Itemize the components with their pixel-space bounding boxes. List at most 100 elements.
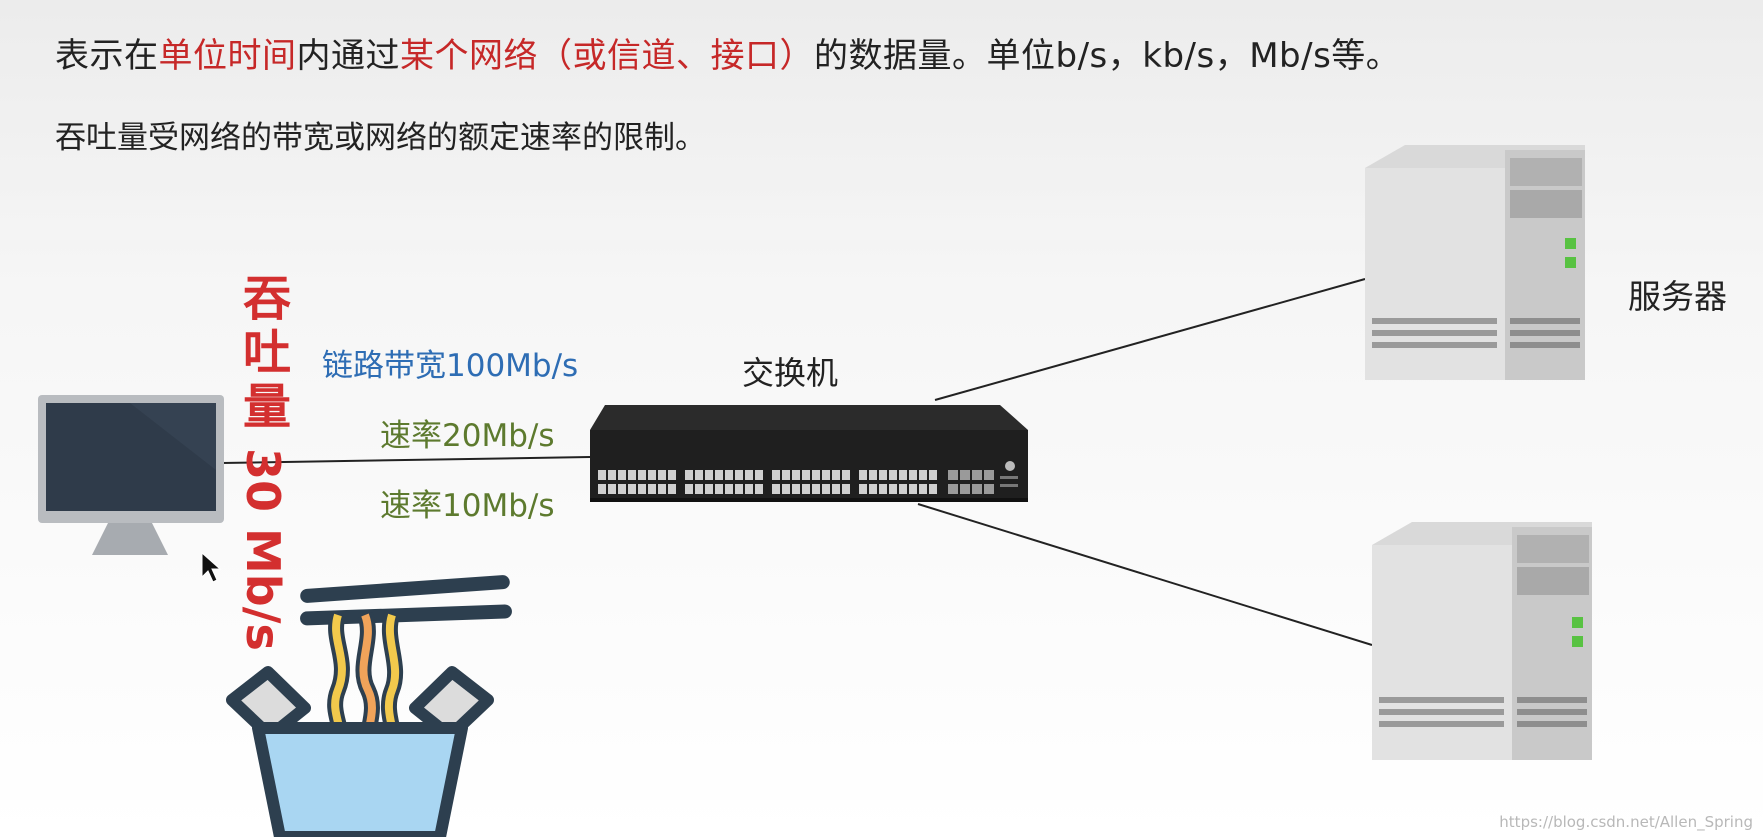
throughput-value-wrapper: 30 Mb/s bbox=[228, 448, 298, 651]
switch-port bbox=[842, 484, 850, 494]
switch-port bbox=[889, 470, 897, 480]
switch-port bbox=[792, 484, 800, 494]
rate-20-label: 速率20Mb/s bbox=[380, 418, 555, 454]
switch-port bbox=[899, 484, 907, 494]
switch-sfp-port bbox=[948, 470, 958, 480]
switch-port bbox=[842, 470, 850, 480]
switch-port bbox=[608, 484, 616, 494]
switch-port bbox=[859, 484, 867, 494]
switch-label: 交换机 bbox=[742, 354, 839, 392]
definition-line: 表示在单位时间内通过某个网络（或信道、接口）的数据量。单位b/s，kb/s，Mb… bbox=[55, 28, 1400, 77]
throughput-label: 吞 吐 量 bbox=[232, 272, 302, 434]
switch-port bbox=[658, 484, 666, 494]
link-switch-server-top bbox=[934, 278, 1366, 401]
switch-port bbox=[869, 484, 877, 494]
switch-port bbox=[638, 484, 646, 494]
switch-port bbox=[648, 484, 656, 494]
switch-port bbox=[812, 484, 820, 494]
switch-port bbox=[745, 484, 753, 494]
switch-port bbox=[929, 484, 937, 494]
watermark: https://blog.csdn.net/Allen_Spring bbox=[1499, 813, 1753, 831]
switch-port bbox=[695, 470, 703, 480]
switch-sfp-port bbox=[960, 470, 970, 480]
switch-port bbox=[802, 484, 810, 494]
switch-port bbox=[755, 484, 763, 494]
mouse-cursor-icon bbox=[201, 551, 222, 583]
link-pc-switch bbox=[221, 456, 591, 464]
switch-port bbox=[658, 470, 666, 480]
switch-sfp-port bbox=[972, 470, 982, 480]
switch-port bbox=[782, 484, 790, 494]
switch-port bbox=[618, 484, 626, 494]
switch-sfp-port bbox=[960, 484, 970, 494]
switch-port bbox=[822, 484, 830, 494]
definition-part-5: 的数据量。单位b/s，kb/s，Mb/s等。 bbox=[814, 36, 1401, 76]
limitation-line: 吞吐量受网络的带宽或网络的额定速率的限制。 bbox=[55, 120, 706, 156]
switch-port bbox=[685, 470, 693, 480]
throughput-char-3: 量 bbox=[242, 379, 291, 435]
link-switch-server-bottom bbox=[917, 503, 1373, 646]
switch-port bbox=[802, 470, 810, 480]
link-bandwidth-label: 链路带宽100Mb/s bbox=[322, 348, 579, 384]
switch-port bbox=[919, 470, 927, 480]
switch-icon bbox=[590, 405, 1028, 502]
switch-port bbox=[745, 470, 753, 480]
switch-port bbox=[628, 484, 636, 494]
switch-port bbox=[628, 470, 636, 480]
switch-port bbox=[919, 484, 927, 494]
switch-port bbox=[638, 470, 646, 480]
switch-port bbox=[608, 470, 616, 480]
switch-port bbox=[668, 470, 676, 480]
switch-sfp-port bbox=[984, 484, 994, 494]
switch-port bbox=[685, 484, 693, 494]
switch-port bbox=[735, 484, 743, 494]
switch-port bbox=[618, 470, 626, 480]
server-label: 服务器 bbox=[1628, 277, 1727, 316]
switch-port bbox=[869, 470, 877, 480]
definition-part-unit-time: 单位时间 bbox=[158, 36, 297, 76]
switch-port bbox=[879, 484, 887, 494]
rate-10-label: 速率10Mb/s bbox=[380, 488, 555, 524]
switch-port bbox=[772, 470, 780, 480]
switch-sfp-port bbox=[948, 484, 958, 494]
definition-part-network: 某个网络（或信道、接口） bbox=[400, 36, 814, 76]
switch-port bbox=[859, 470, 867, 480]
switch-port bbox=[792, 470, 800, 480]
switch-port bbox=[909, 484, 917, 494]
server-icon bbox=[1365, 145, 1585, 380]
switch-port bbox=[715, 470, 723, 480]
switch-port bbox=[705, 484, 713, 494]
switch-port bbox=[832, 484, 840, 494]
switch-port bbox=[598, 484, 606, 494]
switch-port bbox=[772, 484, 780, 494]
throughput-char-2: 吐 bbox=[242, 325, 291, 381]
throughput-value: 30 Mb/s bbox=[236, 448, 290, 651]
noodle-bowl-icon bbox=[226, 575, 512, 837]
switch-port bbox=[705, 470, 713, 480]
switch-port bbox=[715, 484, 723, 494]
server-icon bbox=[1372, 522, 1592, 760]
switch-sfp-port bbox=[972, 484, 982, 494]
switch-port bbox=[909, 470, 917, 480]
switch-port bbox=[782, 470, 790, 480]
switch-port bbox=[879, 470, 887, 480]
switch-port bbox=[695, 484, 703, 494]
switch-port bbox=[812, 470, 820, 480]
definition-part-1: 表示在 bbox=[55, 36, 159, 76]
switch-port bbox=[648, 470, 656, 480]
switch-port bbox=[889, 484, 897, 494]
definition-part-3: 内通过 bbox=[296, 36, 400, 76]
switch-sfp-port bbox=[984, 470, 994, 480]
switch-port bbox=[755, 470, 763, 480]
switch-port bbox=[832, 470, 840, 480]
switch-port bbox=[725, 484, 733, 494]
switch-port bbox=[598, 470, 606, 480]
throughput-char-1: 吞 bbox=[242, 271, 291, 327]
switch-port bbox=[668, 484, 676, 494]
switch-port bbox=[735, 470, 743, 480]
switch-port bbox=[822, 470, 830, 480]
switch-port bbox=[929, 470, 937, 480]
switch-port bbox=[725, 470, 733, 480]
switch-port bbox=[899, 470, 907, 480]
